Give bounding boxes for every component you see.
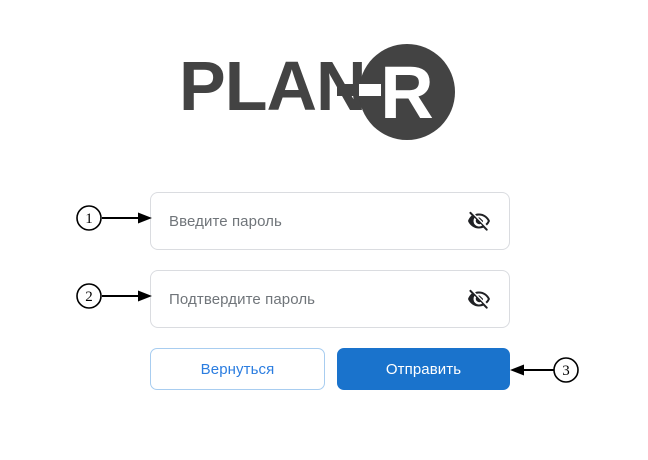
annotation-number: 2 xyxy=(85,289,93,305)
logo-badge-letter: R xyxy=(380,51,433,134)
form-actions: Вернуться Отправить xyxy=(150,348,510,390)
password-form: Введите пароль Подтвердите пароль Вернут… xyxy=(150,192,510,390)
logo-circle xyxy=(359,44,455,140)
confirm-password-field-placeholder: Подтвердите пароль xyxy=(169,290,316,308)
annotation-marker-1: 1 xyxy=(74,203,156,233)
annotation-circle xyxy=(76,205,102,231)
logo: PLAN R xyxy=(0,38,648,150)
annotation-arrowhead xyxy=(510,364,524,376)
annotation-marker-2: 2 xyxy=(74,281,156,311)
annotation-circle xyxy=(76,283,102,309)
plan-r-logo-icon: PLAN R xyxy=(179,44,455,140)
confirm-password-field[interactable]: Подтвердите пароль xyxy=(150,270,510,328)
annotation-number: 3 xyxy=(562,363,570,379)
annotation-circle xyxy=(553,357,579,383)
password-field[interactable]: Введите пароль xyxy=(150,192,510,250)
logo-wordmark: PLAN xyxy=(179,47,366,125)
submit-button[interactable]: Отправить xyxy=(337,348,510,390)
back-button[interactable]: Вернуться xyxy=(150,348,325,390)
password-field-placeholder: Введите пароль xyxy=(169,212,282,230)
logo-hyphen-dark xyxy=(337,84,359,96)
eye-off-icon[interactable] xyxy=(465,207,493,235)
eye-off-icon[interactable] xyxy=(465,285,493,313)
logo-hyphen-light xyxy=(359,84,381,96)
annotation-number: 1 xyxy=(85,211,93,227)
annotation-marker-3: 3 xyxy=(506,355,582,385)
